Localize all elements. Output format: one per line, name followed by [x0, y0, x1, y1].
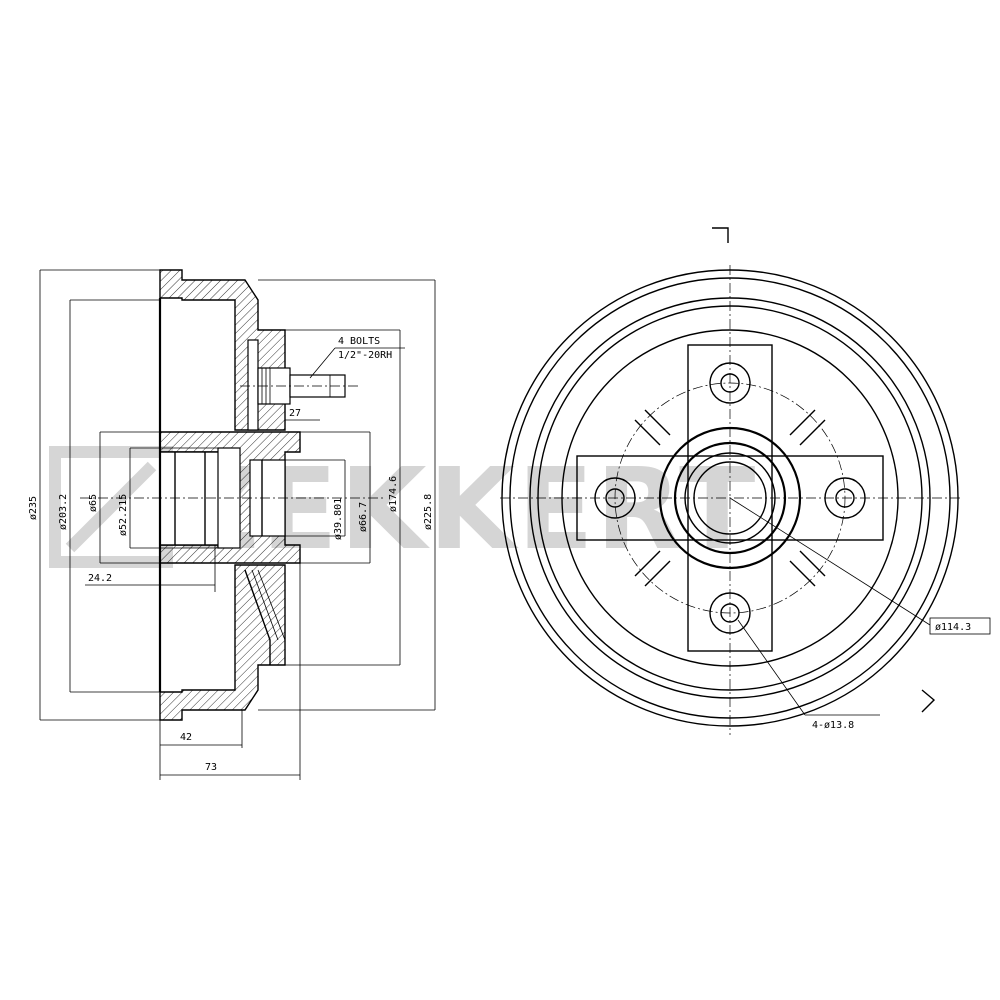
dim-diameter-39: ø39.801 [333, 498, 344, 540]
dim-bolt-holes: 4-ø13.8 [812, 720, 854, 731]
section-upper-wall [159, 269, 286, 431]
dim-width-73: 73 [205, 762, 217, 773]
dim-pitch-circle: ø114.3 [935, 622, 971, 633]
dim-width-42: 42 [180, 732, 192, 743]
dim-diameter-52: ø52.215 [118, 494, 129, 536]
side-dimensions: ø235 ø203.2 ø65 ø52.215 24.2 ø39.801 ø66… [28, 269, 436, 780]
note-bolts-thread: 1/2"-20RH [338, 350, 392, 361]
section-lower-wall [159, 564, 286, 721]
side-section-view [80, 269, 385, 721]
dim-width-24: 24.2 [88, 573, 112, 584]
dim-diameter-174: ø174.6 [388, 476, 399, 512]
note-bolts-count: 4 BOLTS [338, 336, 380, 347]
dim-diameter-203: ø203.2 [58, 494, 69, 530]
dim-diameter-65: ø65 [88, 494, 99, 512]
dim-diameter-66: ø66.7 [358, 502, 369, 532]
front-dimensions: ø114.3 4-ø13.8 [729, 497, 991, 731]
dim-diameter-235: ø235 [28, 496, 39, 520]
front-view [500, 227, 960, 735]
dim-diameter-225: ø225.8 [423, 494, 434, 530]
dim-width-27: 27 [289, 408, 301, 419]
